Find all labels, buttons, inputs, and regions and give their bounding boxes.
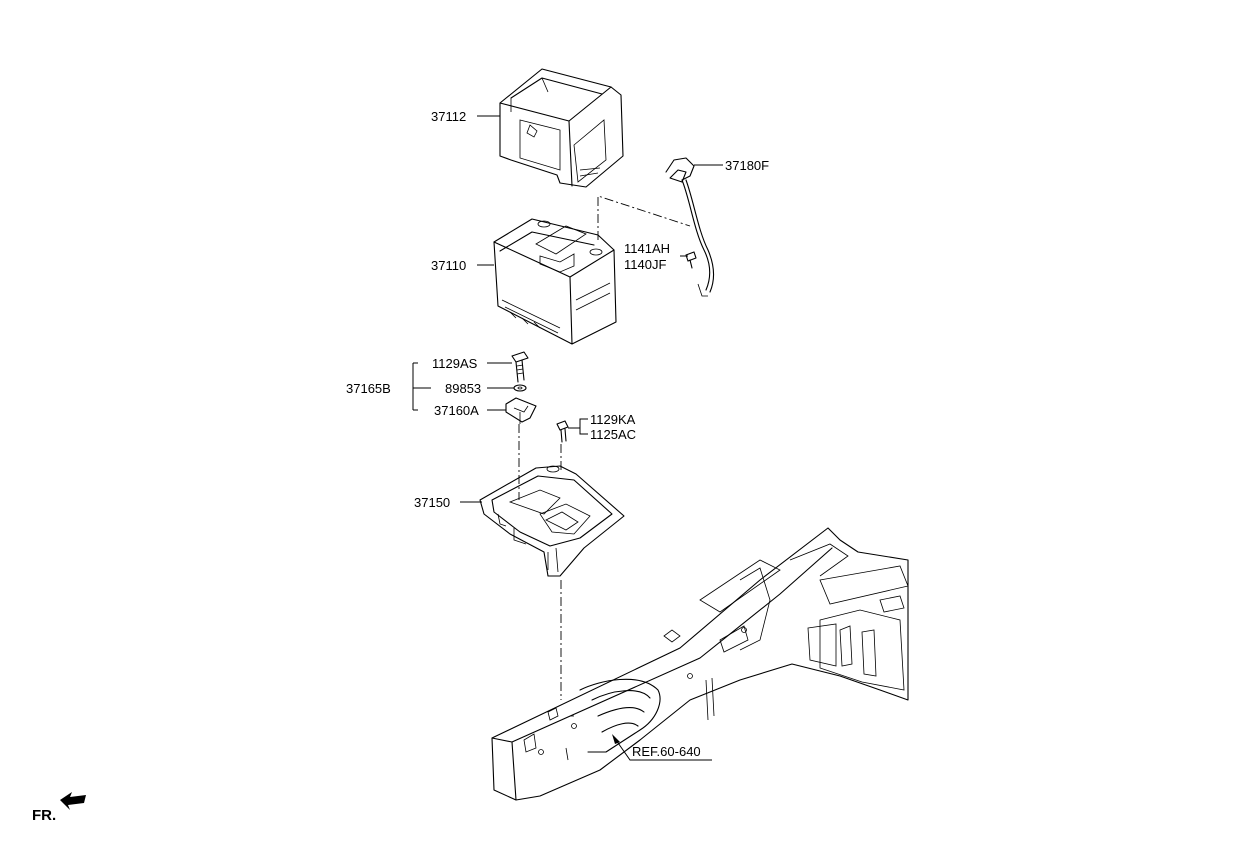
label-37165b: 37165B (346, 381, 391, 396)
label-37112: 37112 (431, 109, 466, 124)
front-indicator: FR. (32, 792, 86, 824)
battery-cable (665, 157, 715, 297)
vehicle-body-structure (491, 527, 909, 801)
label-37160a: 37160A (434, 403, 479, 418)
label-37110: 37110 (431, 258, 466, 273)
label-1141ah: 1141AH (624, 241, 670, 256)
label-89853: 89853 (445, 381, 481, 396)
label-37150: 37150 (414, 495, 450, 510)
battery (493, 218, 617, 345)
label-1129ka: 1129KA (590, 412, 636, 427)
washer-89853 (513, 384, 527, 392)
front-label: FR. (32, 807, 56, 824)
battery-insulation-pad (499, 68, 624, 188)
bolt-1129ka-1125ac (556, 420, 569, 443)
bolt-1129as (511, 351, 529, 383)
clamp-37160a (505, 397, 537, 424)
label-37180f: 37180F (725, 158, 769, 173)
bolt-1141ah-1140jf (685, 251, 697, 269)
battery-tray (479, 465, 625, 577)
label-1140jf: 1140JF (624, 257, 666, 272)
label-1129as: 1129AS (432, 356, 478, 371)
front-arrow-icon (60, 792, 86, 810)
label-ref-60-640: REF.60-640 (632, 744, 701, 759)
label-1125ac: 1125AC (590, 427, 636, 442)
